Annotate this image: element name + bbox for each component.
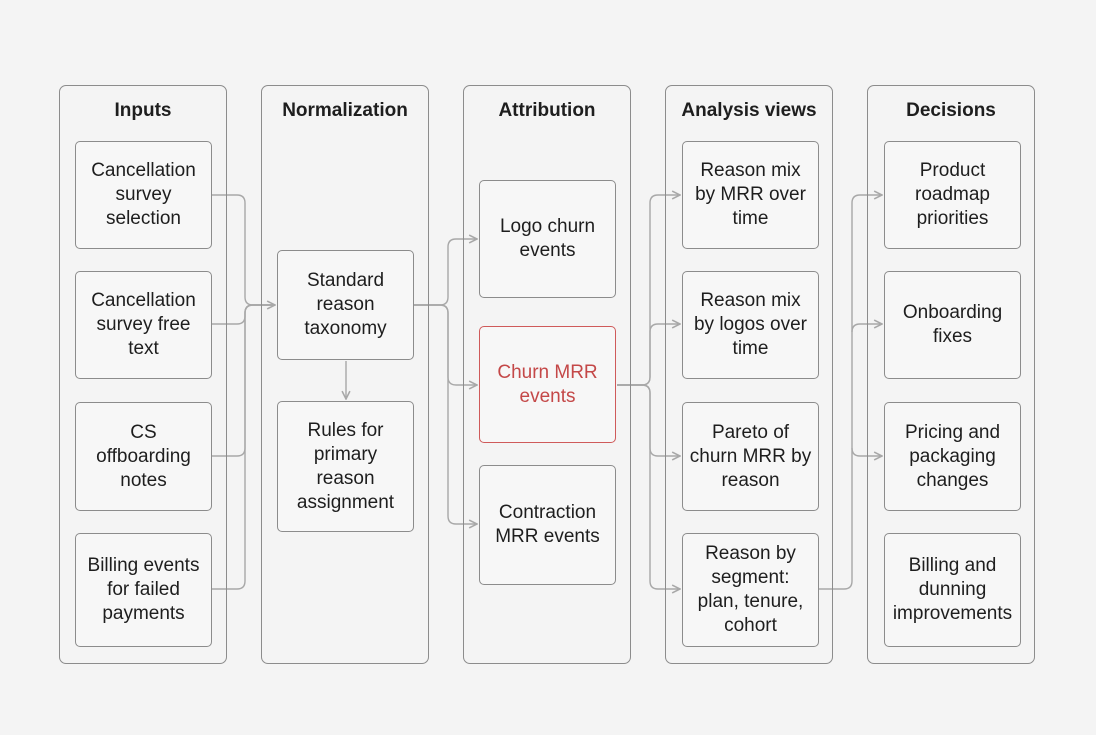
node-roadmap[interactable]: Product roadmap priorities bbox=[884, 141, 1021, 249]
node-by-segment[interactable]: Reason by segment: plan, tenure, cohort bbox=[682, 533, 819, 647]
column-title: Normalization bbox=[282, 100, 408, 121]
column-title: Analysis views bbox=[681, 100, 817, 121]
column-attribution: Attribution bbox=[463, 85, 631, 664]
node-survey-selection[interactable]: Cancellation survey selection bbox=[75, 141, 212, 249]
node-label: Standard reason taxonomy bbox=[304, 270, 387, 339]
node-taxonomy[interactable]: Standard reason taxonomy bbox=[277, 250, 414, 360]
node-cs-notes[interactable]: CS offboarding notes bbox=[75, 402, 212, 511]
node-survey-free-text[interactable]: Cancellation survey free text bbox=[75, 271, 212, 379]
node-contraction-mrr[interactable]: Contraction MRR events bbox=[479, 465, 616, 585]
node-label: Reason mix by MRR over time bbox=[695, 160, 806, 229]
node-label: Logo churn events bbox=[499, 216, 596, 261]
node-dunning[interactable]: Billing and dunning improvements bbox=[884, 533, 1021, 647]
node-mix-mrr[interactable]: Reason mix by MRR over time bbox=[682, 141, 819, 249]
node-logo-churn[interactable]: Logo churn events bbox=[479, 180, 616, 298]
node-label: Rules for primary reason assignment bbox=[296, 419, 395, 513]
node-label: Onboarding fixes bbox=[902, 302, 1003, 347]
node-label: Billing and dunning improvements bbox=[892, 555, 1013, 624]
node-churn-mrr[interactable]: Churn MRR events bbox=[479, 326, 616, 443]
node-label: Contraction MRR events bbox=[495, 502, 600, 547]
column-title: Decisions bbox=[906, 100, 996, 121]
node-label: Cancellation survey selection bbox=[91, 160, 196, 229]
node-label: CS offboarding notes bbox=[96, 421, 191, 491]
node-label: Churn MRR events bbox=[497, 361, 598, 407]
node-mix-logos[interactable]: Reason mix by logos over time bbox=[682, 271, 819, 379]
column-analysis-views: Analysis views bbox=[665, 85, 833, 664]
column-decisions: Decisions bbox=[867, 85, 1035, 664]
node-label: Cancellation survey free text bbox=[91, 290, 196, 359]
column-title: Inputs bbox=[114, 100, 172, 121]
node-label: Reason mix by logos over time bbox=[693, 290, 807, 359]
node-billing-events[interactable]: Billing events for failed payments bbox=[75, 533, 212, 647]
node-pricing[interactable]: Pricing and packaging changes bbox=[884, 402, 1021, 511]
column-inputs: Inputs bbox=[59, 85, 227, 664]
node-pareto[interactable]: Pareto of churn MRR by reason bbox=[682, 402, 819, 511]
node-label: Billing events for failed payments bbox=[87, 555, 200, 624]
node-label: Reason by segment: plan, tenure, cohort bbox=[697, 543, 804, 636]
node-label: Product roadmap priorities bbox=[915, 160, 990, 229]
node-label: Pareto of churn MRR by reason bbox=[689, 421, 812, 491]
column-normalization: Normalization bbox=[261, 85, 429, 664]
node-onboarding[interactable]: Onboarding fixes bbox=[884, 271, 1021, 379]
node-label: Pricing and packaging changes bbox=[904, 421, 1001, 491]
column-title: Attribution bbox=[498, 100, 596, 121]
node-rules[interactable]: Rules for primary reason assignment bbox=[277, 401, 414, 532]
